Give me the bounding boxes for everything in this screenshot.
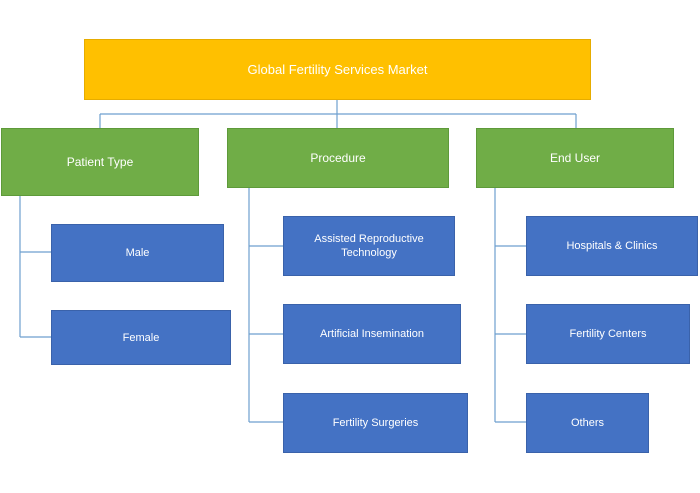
leaf-hospitals-clinics: Hospitals & Clinics [526, 216, 698, 276]
leaf-others: Others [526, 393, 649, 453]
leaf-male: Male [51, 224, 224, 282]
leaf-label: Hospitals & Clinics [566, 240, 658, 252]
leaf-label: Fertility Centers [569, 328, 647, 340]
leaf-label: Assisted Reproductive Technology [314, 233, 424, 259]
leaf-fertility-surgeries: Fertility Surgeries [283, 393, 468, 453]
leaf-female: Female [51, 310, 231, 365]
leaf-label: Others [570, 417, 604, 429]
leaf-label: Fertility Surgeries [332, 417, 419, 429]
leaf-label: Female [122, 331, 160, 344]
category-label: Procedure [310, 151, 366, 165]
root-node: Global Fertility Services Market [84, 39, 591, 100]
category-label: End User [549, 151, 601, 165]
category-patient-type: Patient Type [1, 128, 199, 196]
leaf-label: Artificial Insemination [320, 328, 424, 340]
category-end-user: End User [476, 128, 674, 188]
root-label: Global Fertility Services Market [247, 61, 428, 77]
leaf-assisted-reproductive-technology: Assisted Reproductive Technology [283, 216, 455, 276]
category-label: Patient Type [66, 155, 134, 169]
category-procedure: Procedure [227, 128, 449, 188]
leaf-artificial-insemination: Artificial Insemination [283, 304, 461, 364]
leaf-label: Male [125, 247, 150, 259]
leaf-fertility-centers: Fertility Centers [526, 304, 690, 364]
